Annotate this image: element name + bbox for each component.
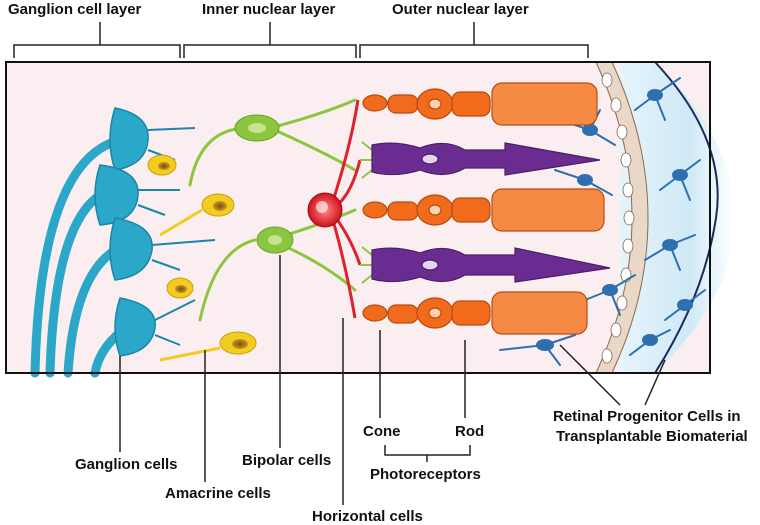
- cone-cell: [362, 291, 588, 335]
- horizontal-cell: [307, 99, 362, 319]
- progenitor-label-line2: Transplantable Biomaterial: [556, 428, 748, 445]
- ganglion-cells-label: Ganglion cells: [75, 456, 178, 473]
- progenitor-cell: [584, 274, 636, 316]
- rod-cell: [360, 246, 611, 284]
- bipolar-cell: [256, 226, 294, 254]
- ganglion-cell: [94, 164, 139, 226]
- inner-nuclear-layer-label: Inner nuclear layer: [202, 1, 336, 18]
- progenitor-cell: [634, 77, 681, 121]
- progenitor-cell: [659, 159, 701, 201]
- ganglion-cell-layer-label: Ganglion cell layer: [8, 1, 142, 18]
- progenitor-cell: [664, 289, 706, 321]
- bipolar-cells-label: Bipolar cells: [242, 452, 332, 469]
- amacrine-cell: [166, 277, 194, 299]
- outer-nuclear-layer-label: Outer nuclear layer: [392, 1, 529, 18]
- cone-cell: [362, 82, 598, 126]
- amacrine-cells: [147, 154, 257, 362]
- cone-label: Cone: [363, 423, 401, 440]
- rod-cell: [360, 141, 601, 179]
- cone-cells: [362, 82, 605, 335]
- progenitor-label-line1: Retinal Progenitor Cells in: [553, 408, 741, 425]
- photoreceptors-label: Photoreceptors: [370, 466, 481, 483]
- layer-brackets: [13, 22, 589, 58]
- biomaterial-edge: [654, 61, 719, 374]
- progenitor-cell: [629, 329, 671, 356]
- retina-box-border: [5, 61, 711, 374]
- rod-cells: [360, 141, 611, 284]
- amacrine-cell: [147, 154, 177, 176]
- leader-lines: [119, 255, 666, 505]
- progenitor-cell: [554, 169, 613, 196]
- rod-label: Rod: [455, 423, 485, 440]
- cone-cell: [362, 188, 605, 232]
- progenitor-cell: [644, 234, 696, 271]
- amacrine-cell: [159, 193, 235, 237]
- progenitor-cells: [499, 77, 706, 366]
- ganglion-cell: [109, 107, 149, 171]
- horizontal-cells-label: Horizontal cells: [312, 508, 423, 525]
- amacrine-cell: [159, 331, 257, 362]
- progenitor-cell: [499, 334, 576, 366]
- ganglion-cell: [109, 217, 153, 281]
- bipolar-cell: [234, 114, 280, 142]
- amacrine-cells-label: Amacrine cells: [165, 485, 271, 502]
- ganglion-cell: [114, 297, 156, 357]
- ganglion-cell-bodies: [94, 107, 156, 357]
